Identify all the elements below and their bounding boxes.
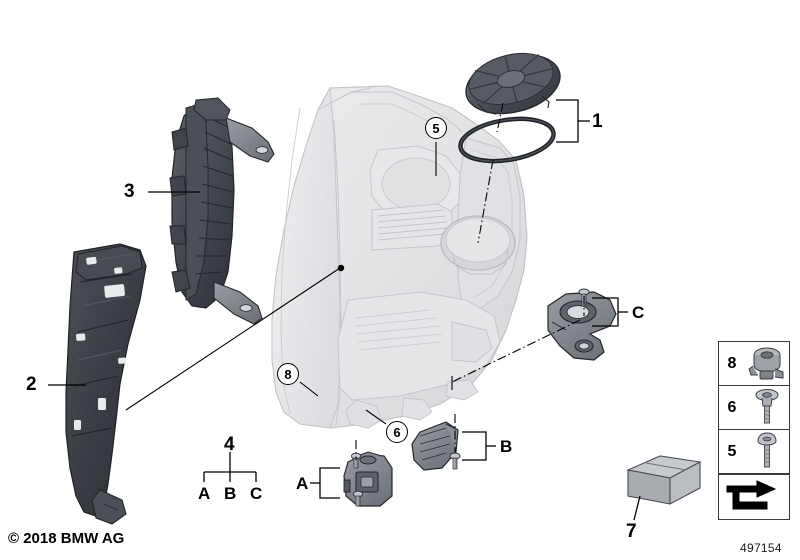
copyright-notice: © 2018 BMW AG (8, 530, 125, 547)
legend-arrow-cell (719, 474, 789, 519)
part-1-cover-cap (465, 52, 561, 115)
bracket-lines-b (462, 431, 496, 461)
callout-circle-5: 5 (425, 117, 447, 139)
label-group-b: B (224, 484, 237, 503)
diagram-number: 497154 (740, 541, 782, 555)
callout-circle-8: 8 (277, 363, 299, 385)
alignment-line-part1 (496, 102, 504, 133)
legend-row-5: 5 (719, 430, 789, 474)
leader-line-part-7 (633, 495, 641, 521)
bent-arrow-icon (726, 480, 777, 510)
part-b-screw (449, 452, 461, 470)
leader-line-housing-dot (125, 264, 345, 411)
part-2-trim-panel (65, 243, 147, 525)
legend-number-8: 8 (727, 354, 737, 372)
label-part-3: 3 (124, 181, 135, 202)
part-a-actuator (343, 451, 393, 507)
label-group-a: A (198, 484, 211, 503)
legend-row-6: 6 (719, 386, 789, 430)
actuator-motor-icon (745, 342, 789, 385)
label-bracket-b: B (500, 437, 513, 456)
leader-line-circle-8 (299, 381, 319, 397)
part-a-screw-bottom (352, 490, 364, 507)
bracket-lines-a (310, 467, 340, 499)
headlight-housing-illustration (271, 85, 528, 429)
label-part-2: 2 (26, 374, 37, 395)
group-bracket-4 (203, 452, 257, 482)
alignment-line-c-housing (451, 319, 581, 383)
legend-number-5: 5 (727, 442, 737, 460)
part-1-bracket-lines (556, 99, 590, 143)
callout-circle-6: 6 (386, 421, 408, 443)
parts-legend-box: 8 6 (718, 341, 790, 520)
label-bracket-a: A (296, 474, 309, 493)
flange-screw-icon (745, 386, 789, 429)
label-part-7: 7 (626, 521, 637, 542)
leader-line-circle-6 (365, 409, 387, 425)
part-b-bracket (411, 421, 461, 471)
pan-head-screw-icon (745, 430, 789, 473)
part-7-block (626, 455, 702, 505)
label-bracket-c: C (632, 303, 645, 322)
part-c-mount-bracket (547, 288, 617, 361)
alignment-line-bore (477, 159, 494, 244)
part-1-o-ring-gasket (458, 116, 556, 164)
part-3-mount-bracket (169, 97, 275, 325)
label-group-c: C (250, 484, 263, 503)
legend-row-8: 8 (719, 342, 789, 386)
legend-number-6: 6 (727, 398, 737, 416)
bracket-lines-c (592, 297, 628, 327)
label-part-1: 1 (592, 111, 603, 132)
label-part-4: 4 (224, 434, 235, 455)
